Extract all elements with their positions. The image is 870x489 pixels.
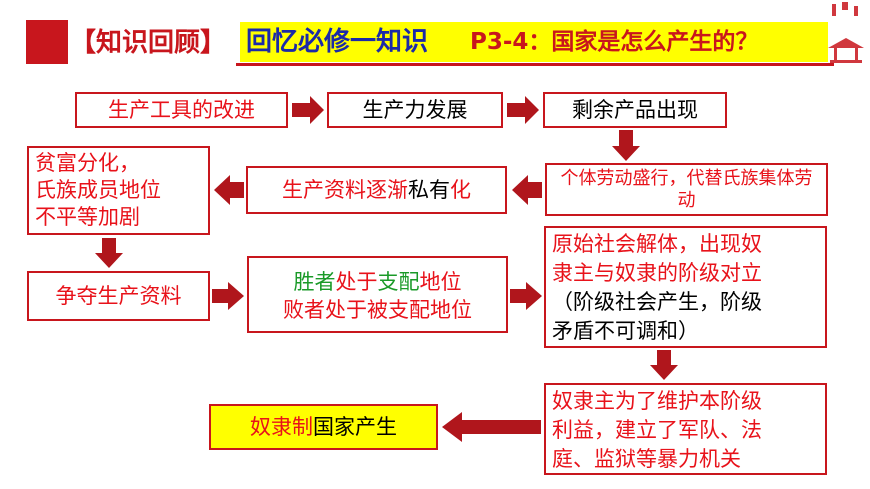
- node-class-society-line-1: 原始社会解体，出现奴: [552, 232, 762, 256]
- winners-text-3: 支配: [377, 270, 420, 294]
- node-private-ownership: 生产资料逐渐私有化: [246, 166, 507, 214]
- node-inequality: 贫富分化， 氏族成员地位 不平等加剧: [27, 146, 210, 235]
- title-underline: [236, 63, 834, 66]
- node-struggle: 争夺生产资料: [27, 271, 210, 321]
- arrow-right-3: [212, 282, 244, 310]
- node-private-ownership-text-3: 化: [450, 178, 471, 202]
- node-tool-improvement-text: 生产工具的改进: [108, 98, 255, 122]
- node-surplus: 剩余产品出现: [543, 92, 727, 128]
- arrow-right-2: [507, 96, 539, 124]
- node-inequality-line-3: 不平等加剧: [35, 205, 140, 229]
- node-private-ownership-text-2: 私有: [408, 178, 450, 202]
- winners-text-1: 胜者: [293, 270, 336, 294]
- node-individual-labor-text: 个体劳动盛行，代替氏族集体劳动: [560, 167, 813, 211]
- title-accent-block: [26, 20, 68, 64]
- winners-text-4: 地位: [419, 270, 462, 294]
- arrow-right-4: [510, 282, 542, 310]
- node-violence-organs-line-3: 庭、监狱等暴力机关: [552, 447, 741, 471]
- node-class-society-line-3: （阶级社会产生，阶级: [552, 290, 762, 314]
- title-banner: [240, 22, 828, 62]
- node-struggle-text: 争夺生产资料: [55, 284, 182, 308]
- node-slave-state: 奴隶制国家产生: [209, 404, 438, 450]
- arrow-left-3: [442, 412, 541, 442]
- node-class-society-line-4: 矛盾不可调和）: [552, 319, 699, 343]
- node-productivity: 生产力发展: [327, 92, 503, 128]
- arrow-left-2: [214, 175, 244, 205]
- node-private-ownership-text-1: 生产资料逐渐: [282, 178, 408, 202]
- winners-text-2: 处于: [335, 270, 378, 294]
- arrow-right-1: [292, 96, 324, 124]
- arrow-down-2: [95, 238, 123, 268]
- page-subtitle: P3-4：国家是怎么产生的？: [470, 29, 759, 55]
- node-class-society: 原始社会解体，出现奴 隶主与奴隶的阶级对立 （阶级社会产生，阶级 矛盾不可调和）: [544, 226, 827, 348]
- arrow-down-3: [650, 350, 678, 380]
- node-dominance-line-1: 胜者处于支配地位: [249, 268, 506, 296]
- node-inequality-line-2: 氏族成员地位: [35, 178, 161, 202]
- node-slave-state-text-1: 奴隶制: [250, 415, 313, 439]
- node-productivity-text: 生产力发展: [362, 98, 468, 122]
- node-inequality-line-1: 贫富分化，: [35, 151, 140, 175]
- node-tool-improvement: 生产工具的改进: [75, 92, 288, 128]
- node-violence-organs-line-2: 利益，建立了军队、法: [552, 418, 762, 442]
- node-violence-organs-line-1: 奴隶主为了维护本阶级: [552, 389, 762, 413]
- page-title: 回忆必修一知识: [246, 27, 429, 57]
- arrow-down-1: [612, 130, 640, 161]
- section-label: 【知识回顾】: [70, 28, 227, 58]
- node-surplus-text: 剩余产品出现: [572, 98, 698, 122]
- node-slave-state-text-2: 国家产生: [313, 415, 397, 439]
- node-individual-labor: 个体劳动盛行，代替氏族集体劳动: [545, 163, 828, 216]
- node-class-society-line-2: 隶主与奴隶的阶级对立: [552, 261, 762, 285]
- node-violence-organs: 奴隶主为了维护本阶级 利益，建立了军队、法 庭、监狱等暴力机关: [544, 383, 827, 475]
- arrow-left-1: [512, 175, 542, 205]
- losers-text: 败者处于被支配地位: [283, 298, 472, 322]
- node-dominance: 胜者处于支配地位 败者处于被支配地位: [247, 256, 508, 333]
- decorative-pavilion-icon: [828, 2, 864, 63]
